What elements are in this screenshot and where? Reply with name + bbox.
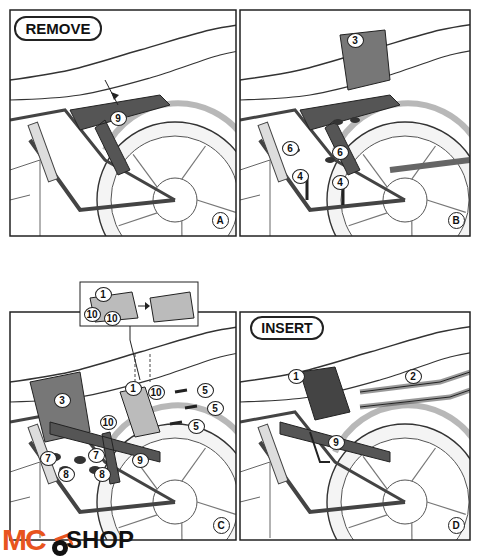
panel-drawing [240,312,480,560]
callout-number: 7 [40,451,57,466]
callout-number: 2 [405,369,422,384]
callout-number: 4 [292,169,309,184]
panel-letter: C [213,517,230,534]
callout-number: 5 [207,401,224,416]
panel-drawing [10,10,253,278]
callout-number: 6 [282,141,299,156]
panel-letter: A [212,212,229,229]
panel-drawing [240,10,480,278]
callout-number: 10 [100,415,117,430]
step-label: INSERT [250,316,323,340]
callout-number: 1 [95,287,112,302]
node-text: A [216,215,223,226]
callout-number: 7 [88,448,105,463]
callout-number: 10 [84,307,101,322]
callout-number: 8 [94,467,111,482]
watermark: MC [2,523,45,557]
detail-inset [80,282,198,380]
callout-number: 9 [110,111,127,126]
node-text: B [452,215,459,226]
callout-number: 1 [125,381,142,396]
callout-number: 8 [58,467,75,482]
node-text: INSERT [261,320,312,336]
callout-number: 5 [197,383,214,398]
callout-number: 9 [328,435,345,450]
callout-number: 10 [104,311,121,326]
panel-drawing [10,312,253,560]
node-text: C [217,520,224,531]
callout-number: 9 [132,453,149,468]
callout-number: 5 [188,419,205,434]
panel-letter: D [448,517,465,534]
callout-number: 3 [347,33,364,48]
node-text: REMOVE [25,20,90,37]
callout-number: 3 [54,393,71,408]
step-label: REMOVE [14,16,101,41]
watermark: SHOP [66,526,134,554]
node-text: D [452,520,459,531]
callout-number: 10 [148,385,165,400]
callout-number: 4 [332,175,349,190]
callout-number: 1 [288,369,305,384]
callout-number: 6 [332,145,349,160]
panel-letter: B [448,212,465,229]
